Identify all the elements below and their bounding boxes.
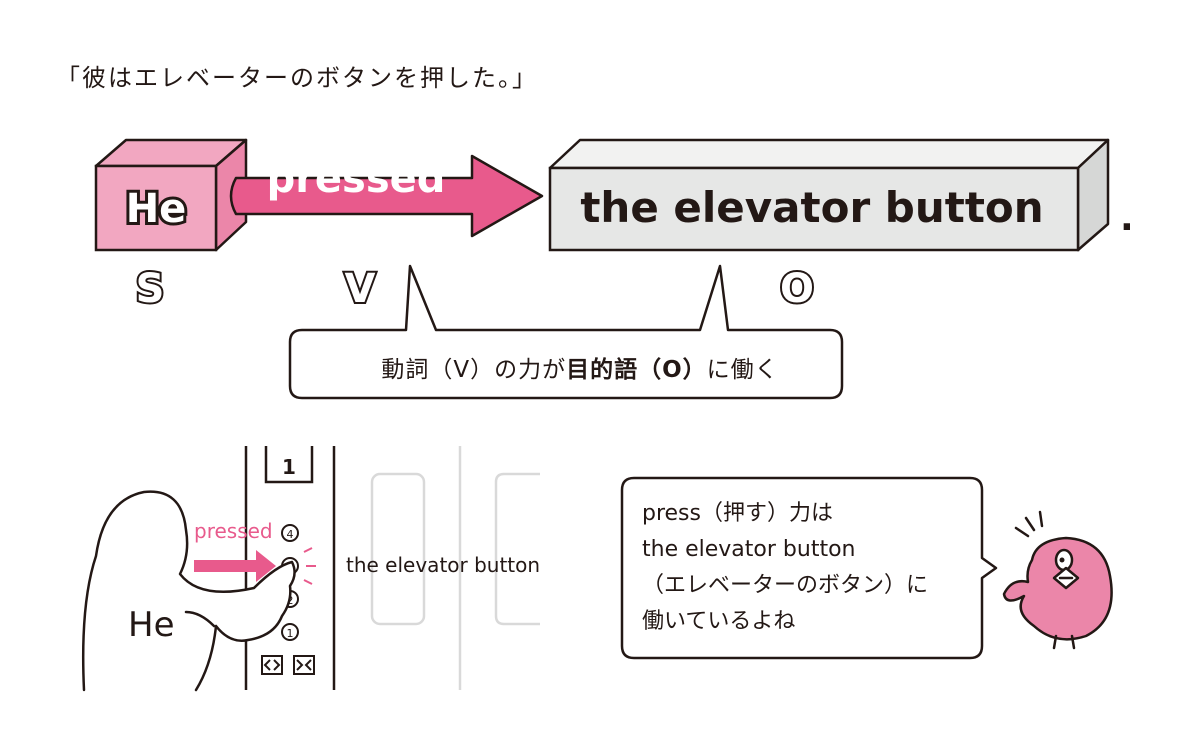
verb-text: pressed [267,156,446,202]
elevator-button-label: the elevator button [346,553,540,577]
object-box: the elevator button [548,138,1110,252]
role-o: O [780,266,814,312]
pink-bird-character [1002,510,1113,650]
caption-part2: に働く [706,357,779,383]
role-v: V [345,266,376,312]
sentence-period: . [1120,198,1134,239]
floor-button-4: 4 [287,528,294,541]
elevator-doors [370,446,540,690]
caption-box-outline [288,264,844,400]
door-open-icon [261,655,283,675]
caption-bold: 目的語（O） [566,357,707,383]
caption-text: 動詞（V）の力が 目的語（O） に働く [320,340,840,394]
press-arrow-icon [194,550,276,582]
caption-part1: 動詞（V）の力が [381,357,567,383]
person-label: He [128,605,174,645]
subject-text: He [126,186,187,232]
speech-line-4: 働いているよね [642,609,796,634]
floor-button-1: 1 [287,627,294,640]
role-s: S [136,266,165,312]
speech-bubble-text: press（押す）力は the elevator button （エレベーターの… [642,496,972,640]
speech-line-2: the elevator button [642,537,856,562]
speech-line-1: press（押す）力は [642,501,833,526]
verb-arrow: pressed [229,154,544,238]
press-arrow-label: pressed [194,519,273,543]
person-figure [81,490,296,692]
japanese-sentence-title: 「彼はエレベーターのボタンを押した。」 [56,64,538,92]
door-close-icon [293,655,315,675]
object-text: the elevator button [580,183,1043,232]
subject-cube: He [94,138,248,252]
speech-line-3: （エレベーターのボタン）に [642,573,929,598]
speech-bubble-outline [620,476,998,660]
floor-indicator: 1 [282,455,296,479]
